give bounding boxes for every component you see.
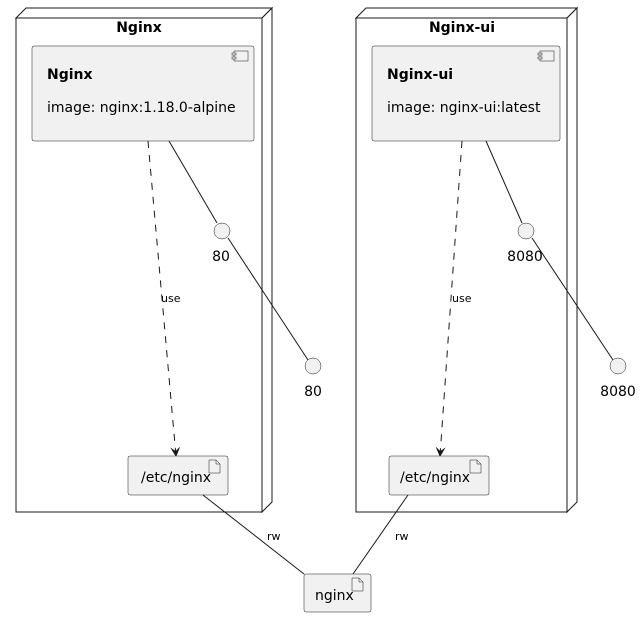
interface-external-port-8080-label: 8080	[600, 384, 636, 400]
node-nginx-ui-top-face	[354, 7, 579, 19]
edge-nginx-etc-to-shared	[202, 494, 305, 575]
edge-nginx-use-label: use	[161, 292, 181, 305]
node-nginx-ui-side-face	[566, 6, 578, 514]
artifact-nginx-ui-etc-box	[388, 455, 490, 496]
edge-nginx-ui-etc-to-shared	[352, 494, 409, 575]
component-nginx-image: image: nginx:1.18.0-alpine	[47, 100, 236, 116]
artifact-nginx-etc-box	[127, 455, 229, 496]
artifact-shared-nginx-label: nginx	[315, 588, 354, 604]
edge-nginx-ui-use-label: use	[452, 292, 472, 305]
edge-port-8080-to-external-8080	[531, 237, 614, 361]
component-nginx-name: Nginx	[47, 67, 93, 83]
component-nginx-ui-name: Nginx-ui	[387, 67, 453, 83]
component-icon	[231, 50, 249, 62]
file-icon	[469, 459, 482, 474]
edge-nginx-ui-to-port-8080	[485, 140, 523, 224]
edge-nginx-ui-uses-volume	[435, 140, 463, 457]
interface-nginx-ui-inner-port	[517, 222, 535, 240]
interface-nginx-ui-inner-port-label: 8080	[507, 249, 543, 265]
file-icon	[208, 459, 221, 474]
node-nginx-ui-title: Nginx-ui	[429, 20, 495, 36]
edge-nginx-to-port-80	[168, 140, 218, 224]
interface-external-port-80	[304, 357, 322, 375]
artifact-nginx-ui-etc-label: /etc/nginx	[400, 470, 470, 486]
edge-nginx-etc-rw-label: rw	[267, 530, 281, 543]
artifact-nginx-ui-etc: /etc/nginx	[388, 455, 490, 496]
component-nginx-ui: Nginx-ui image: nginx-ui:latest	[371, 45, 561, 142]
edge-nginx-ui-etc-rw-label: rw	[395, 530, 409, 543]
interface-nginx-inner-port	[213, 222, 231, 240]
edge-nginx-uses-volume	[147, 140, 181, 457]
component-icon	[537, 50, 555, 62]
file-icon	[351, 577, 364, 592]
component-nginx-ui-box	[371, 45, 561, 142]
edge-port-80-to-external-80	[227, 237, 309, 361]
node-nginx-title: Nginx	[116, 20, 162, 36]
component-nginx-ui-image: image: nginx-ui:latest	[387, 100, 541, 116]
interface-external-port-80-label: 80	[304, 384, 322, 400]
component-nginx: Nginx image: nginx:1.18.0-alpine	[31, 45, 255, 142]
component-nginx-box	[31, 45, 255, 142]
node-nginx-side-face	[261, 6, 273, 514]
interface-external-port-8080	[609, 357, 627, 375]
node-nginx-top-face	[14, 7, 274, 19]
artifact-nginx-etc-label: /etc/nginx	[141, 470, 211, 486]
interface-nginx-inner-port-label: 80	[212, 249, 230, 265]
artifact-shared-nginx: nginx	[303, 573, 372, 613]
artifact-nginx-etc: /etc/nginx	[127, 455, 229, 496]
